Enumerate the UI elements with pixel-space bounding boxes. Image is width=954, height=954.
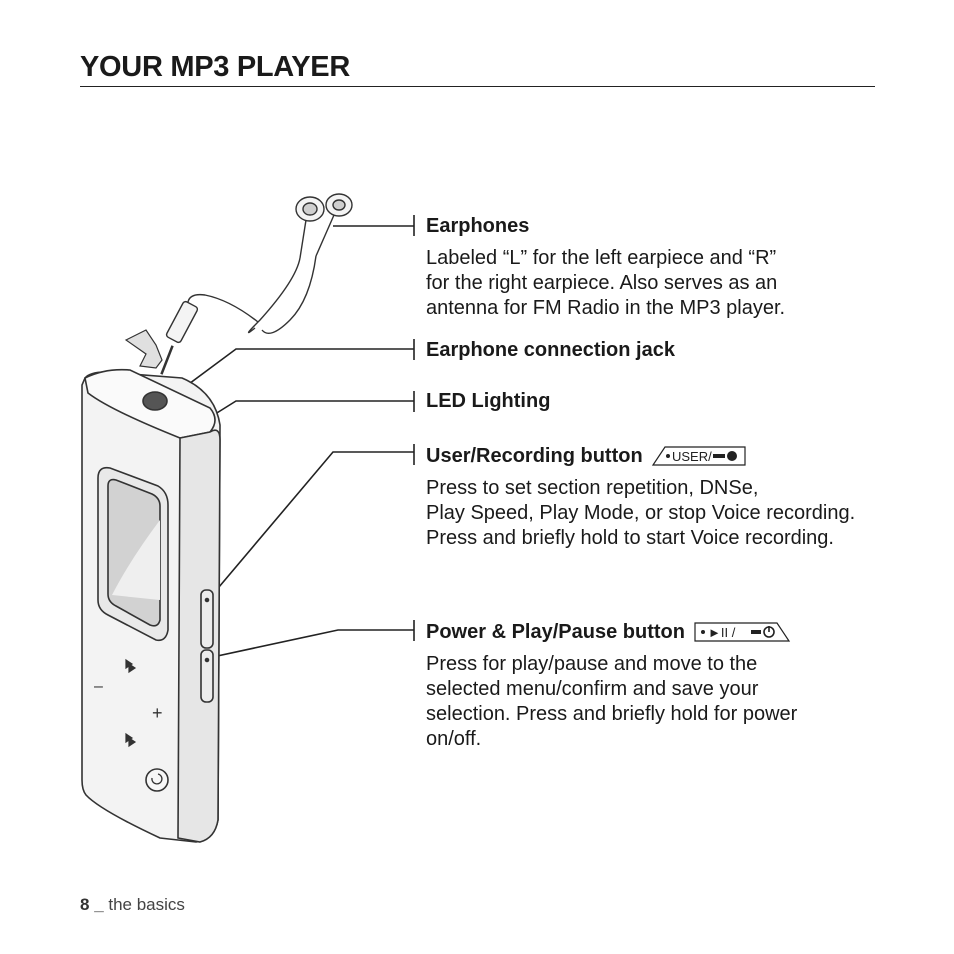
- power-play-line: on/off.: [426, 728, 482, 750]
- power-play-title: Power & Play/Pause button: [426, 621, 685, 643]
- callout-power-play: Power & Play/Pause button ►II / Press fo…: [426, 620, 926, 752]
- callout-jack: Earphone connection jack: [426, 338, 926, 362]
- audio-plug: [165, 300, 199, 344]
- earphones-description: Labeled “L” for the left earpiece and “R…: [426, 246, 926, 321]
- touch-pad-icons: [125, 658, 137, 748]
- volume-up-label: +: [152, 703, 163, 723]
- earphones-title: Earphones: [426, 215, 530, 237]
- prev-track-icon: [125, 732, 137, 748]
- leader-power-play: [207, 629, 414, 659]
- jack-title: Earphone connection jack: [426, 339, 675, 361]
- earphones-drawing: [160, 193, 353, 375]
- power-play-icon-text: ►II /: [708, 625, 736, 640]
- arrow-to-jack: [124, 329, 163, 369]
- callout-earphones: Earphones Labeled “L” for the left earpi…: [426, 214, 926, 321]
- earphones-line: antenna for FM Radio in the MP3 player.: [426, 297, 786, 319]
- user-rec-icon-text: USER/: [672, 449, 712, 464]
- volume-down-label: –: [94, 678, 103, 695]
- power-play-line: selected menu/confirm and save your: [426, 678, 759, 700]
- user-rec-line: Press and briefly hold to start Voice re…: [426, 527, 834, 549]
- page-title: YOUR MP3 PLAYER: [80, 51, 350, 83]
- callout-led: LED Lighting: [426, 389, 926, 413]
- power-play-description: Press for play/pause and move to the sel…: [426, 652, 926, 752]
- earphone-jack: [142, 391, 168, 411]
- section-name: the basics: [108, 895, 185, 914]
- power-play-line: selection. Press and briefly hold for po…: [426, 703, 798, 725]
- leader-lines: [169, 225, 414, 659]
- user-rec-side-button: [200, 589, 214, 649]
- led-title: LED Lighting: [426, 390, 551, 412]
- user-rec-line: Press to set section repetition, DNSe,: [426, 477, 759, 499]
- leader-led: [211, 400, 414, 417]
- page-footer: 8 _ the basics: [80, 895, 185, 915]
- device-side: [177, 429, 221, 843]
- earphones-line: Labeled “L” for the left earpiece and “R…: [426, 247, 777, 269]
- user-rec-title: User/Recording button: [426, 445, 643, 467]
- footer-separator: _: [89, 895, 109, 914]
- power-side-button: [200, 649, 214, 703]
- power-play-button-icon: ►II /: [693, 621, 791, 643]
- user-rec-description: Press to set section repetition, DNSe, P…: [426, 476, 926, 551]
- user-rec-button-icon: USER/: [651, 445, 749, 467]
- leader-jack: [169, 348, 414, 399]
- earphones-line: for the right earpiece. Also serves as a…: [426, 272, 778, 294]
- power-play-line: Press for play/pause and move to the: [426, 653, 758, 675]
- title-divider: [80, 86, 875, 87]
- mp3-device: [81, 368, 221, 843]
- callout-user-recording: User/Recording button USER/ Press to set…: [426, 444, 926, 551]
- user-rec-line: Play Speed, Play Mode, or stop Voice rec…: [426, 502, 856, 524]
- next-track-icon: [125, 658, 137, 674]
- leader-user-rec: [207, 451, 414, 601]
- home-button: [145, 768, 169, 792]
- page-number: 8: [80, 895, 90, 914]
